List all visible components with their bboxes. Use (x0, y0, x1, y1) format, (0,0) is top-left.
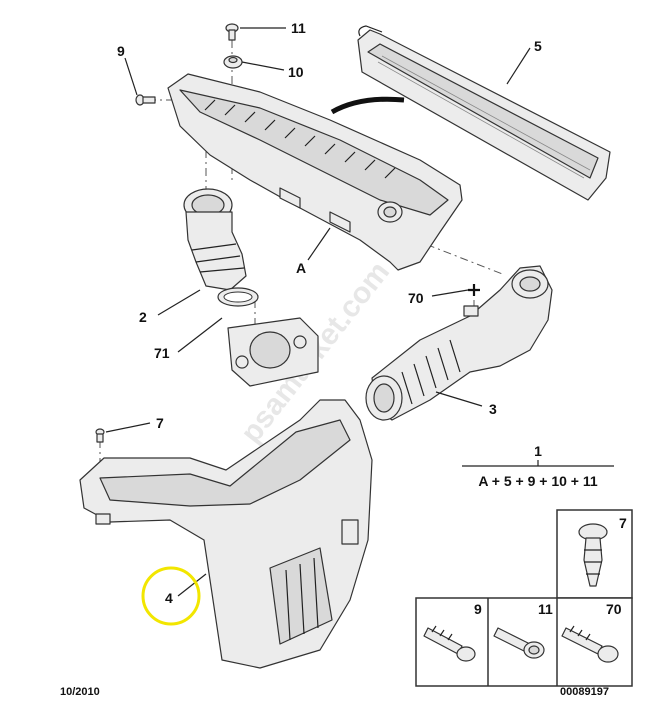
highlight-circle (141, 566, 201, 626)
grommet-10-icon (223, 55, 243, 69)
screw-70-icon (468, 284, 480, 296)
legend-screw-9-icon (423, 625, 476, 662)
label-9: 9 (117, 43, 125, 59)
screw-11-icon (225, 23, 239, 41)
intake-hose-2 (183, 188, 247, 291)
insert-arrow (330, 96, 405, 115)
legend-screw-11-icon (493, 627, 545, 659)
clip-7-icon (95, 428, 105, 443)
label-7: 7 (156, 415, 164, 431)
label-70: 70 (408, 290, 424, 306)
formula-expression: A + 5 + 9 + 10 + 11 (478, 473, 598, 489)
air-filter-5 (357, 25, 611, 201)
label-10: 10 (288, 64, 304, 80)
footer-date: 10/2010 (60, 686, 100, 698)
label-3: 3 (489, 401, 497, 417)
label-11: 11 (291, 20, 306, 36)
footer-reference: 00089197 (560, 686, 609, 698)
legend-label-70: 70 (606, 601, 622, 617)
legend-label-7: 7 (619, 515, 627, 531)
assembly-formula: 1 A + 5 + 9 + 10 + 11 (462, 443, 614, 489)
seal-ring-71 (217, 287, 259, 307)
legend-label-9: 9 (474, 601, 482, 617)
label-4: 4 (165, 590, 173, 606)
formula-number: 1 (534, 443, 542, 459)
air-box-cover-A (167, 73, 463, 271)
label-2: 2 (139, 309, 147, 325)
lower-air-box-4 (79, 399, 373, 669)
hardware-legend: 7 9 11 70 (415, 509, 633, 687)
legend-screw-70-icon (561, 625, 619, 663)
legend-label-11: 11 (538, 601, 553, 617)
label-71: 71 (154, 345, 170, 361)
label-5: 5 (534, 38, 542, 54)
leader-lines (105, 27, 531, 597)
throttle-body (227, 317, 319, 387)
screw-9-icon (135, 94, 156, 106)
corrugated-duct-3 (365, 265, 553, 421)
legend-clip-7-icon (578, 523, 608, 587)
label-A: A (296, 260, 306, 276)
